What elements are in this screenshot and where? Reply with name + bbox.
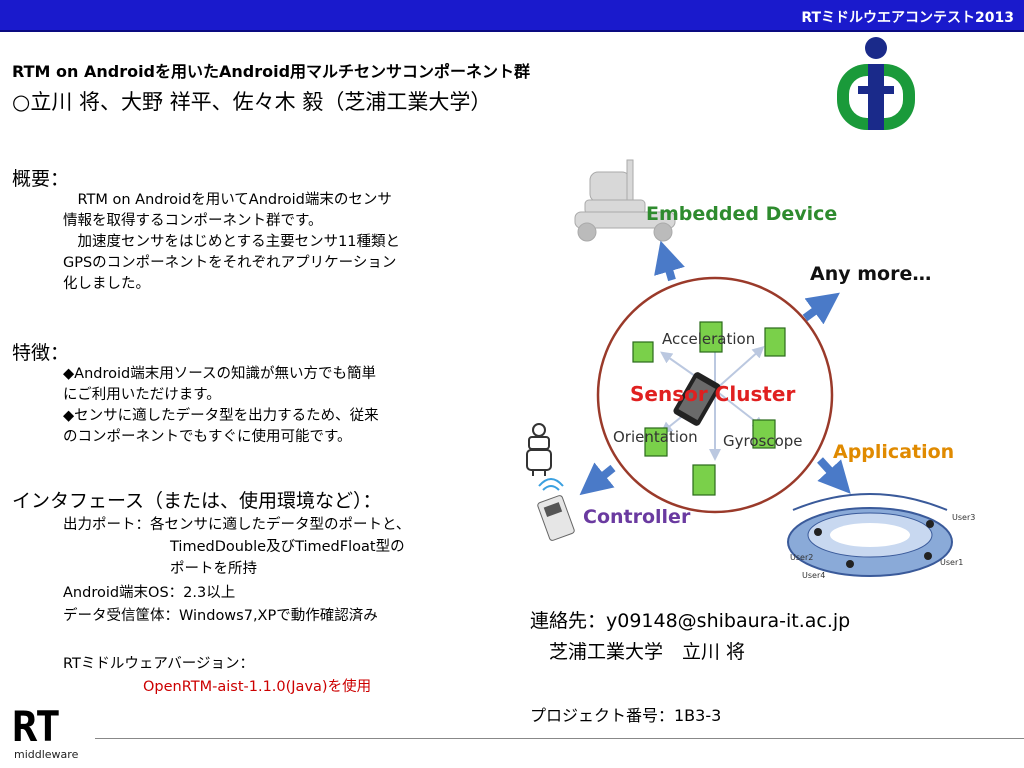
user2-label: User2 bbox=[790, 553, 813, 562]
interface-ports-2: TimedDouble及びTimedFloat型の bbox=[170, 539, 405, 555]
embedded-device-label: Embedded Device bbox=[646, 203, 837, 225]
authors: ○立川 将、大野 祥平、佐々木 毅（芝浦工業大学） bbox=[12, 90, 492, 114]
component-box bbox=[752, 419, 776, 449]
version-label: RTミドルウェアバージョン： bbox=[63, 656, 255, 672]
arrow-embedded bbox=[654, 240, 685, 282]
component-box bbox=[764, 327, 786, 357]
features-body: ◆Android端末用ソースの知識が無い方でも簡単 にご利用いただけます。 ◆セ… bbox=[63, 364, 379, 448]
controller-label: Controller bbox=[583, 506, 691, 528]
acceleration-label: Acceleration bbox=[662, 330, 755, 348]
poster-title: RTM on Androidを用いたAndroid用マルチセンサコンポーネント群 bbox=[12, 62, 531, 81]
scooter-icon bbox=[574, 159, 676, 242]
any-more-label: Any more… bbox=[810, 263, 931, 285]
component-box bbox=[644, 427, 668, 457]
smartphone-icon bbox=[673, 372, 721, 426]
project-number: プロジェクト番号：1B3-3 bbox=[530, 706, 722, 725]
component-boxes bbox=[632, 321, 786, 496]
user1-label: User1 bbox=[940, 558, 963, 567]
component-box bbox=[632, 341, 654, 363]
arrow-application bbox=[817, 457, 851, 494]
overview-body: RTM on Androidを用いてAndroid端末のセンサ 情報を取得するコ… bbox=[63, 190, 400, 295]
contact-line-1: 連絡先：y09148@shibaura-it.ac.jp bbox=[530, 610, 851, 632]
institution-logo bbox=[837, 37, 915, 130]
orientation-label: Orientation bbox=[613, 428, 698, 446]
features-line: にご利用いただけます。 bbox=[63, 387, 221, 403]
features-line: ◆センサに適したデータ型を出力するため、従来 bbox=[63, 408, 379, 424]
controller-icon bbox=[537, 478, 575, 541]
stadium-icon bbox=[787, 493, 953, 577]
interface-ports-3: ポートを所持 bbox=[170, 561, 257, 577]
gyroscope-label: Gyroscope bbox=[723, 432, 803, 450]
interface-os: Android端末OS：2.3以上 bbox=[63, 585, 236, 601]
component-box bbox=[699, 321, 723, 353]
version-value: OpenRTM-aist-1.1.0(Java)を使用 bbox=[143, 679, 372, 695]
component-box bbox=[692, 464, 716, 496]
features-heading: 特徴： bbox=[12, 342, 70, 364]
sensor-diagram: Embedded Device Any more… Acceleration S… bbox=[526, 159, 975, 580]
sensor-cluster-label: Sensor Cluster bbox=[630, 382, 795, 406]
interface-heading: インタフェース（または、使用環境など）： bbox=[12, 490, 382, 512]
features-line: ◆Android端末用ソースの知識が無い方でも簡単 bbox=[63, 366, 376, 382]
interface-verified: データ受信筐体：Windows7,XPで動作確認済み bbox=[63, 608, 378, 624]
application-label: Application bbox=[833, 441, 954, 463]
contact-line-2: 芝浦工業大学 立川 将 bbox=[549, 641, 746, 663]
arrow-controller bbox=[579, 462, 616, 496]
user4-label: User4 bbox=[802, 571, 825, 580]
overview-line: 情報を取得するコンポーネント群です。 bbox=[63, 213, 323, 229]
features-line: のコンポーネントでもすぐに使用可能です。 bbox=[63, 429, 352, 445]
overview-line: 化しました。 bbox=[63, 276, 150, 292]
overview-heading: 概要： bbox=[12, 168, 70, 190]
robot-icon bbox=[526, 423, 552, 476]
rt-middleware-sublabel: middleware bbox=[14, 748, 79, 761]
footer-divider bbox=[95, 738, 1024, 739]
overview-line: 加速度センサをはじめとする主要センサ11種類と bbox=[63, 234, 401, 250]
contest-title: RTミドルウエアコンテスト2013 bbox=[801, 10, 1014, 26]
overview-line: GPSのコンポーネントをそれぞれアプリケーション bbox=[63, 255, 397, 271]
header-bar: RTミドルウエアコンテスト2013 bbox=[0, 0, 1024, 32]
user3-label: User3 bbox=[952, 513, 975, 522]
interface-ports-1: 出力ポート：各センサに適したデータ型のポートと、 bbox=[63, 517, 411, 533]
rt-middleware-logo: RT bbox=[12, 702, 61, 751]
logo-stem bbox=[868, 64, 884, 130]
logo-dot bbox=[865, 37, 887, 59]
arrow-any-more bbox=[802, 292, 840, 325]
logo-bar bbox=[858, 86, 894, 94]
overview-line: RTM on Androidを用いてAndroid端末のセンサ bbox=[63, 192, 392, 208]
